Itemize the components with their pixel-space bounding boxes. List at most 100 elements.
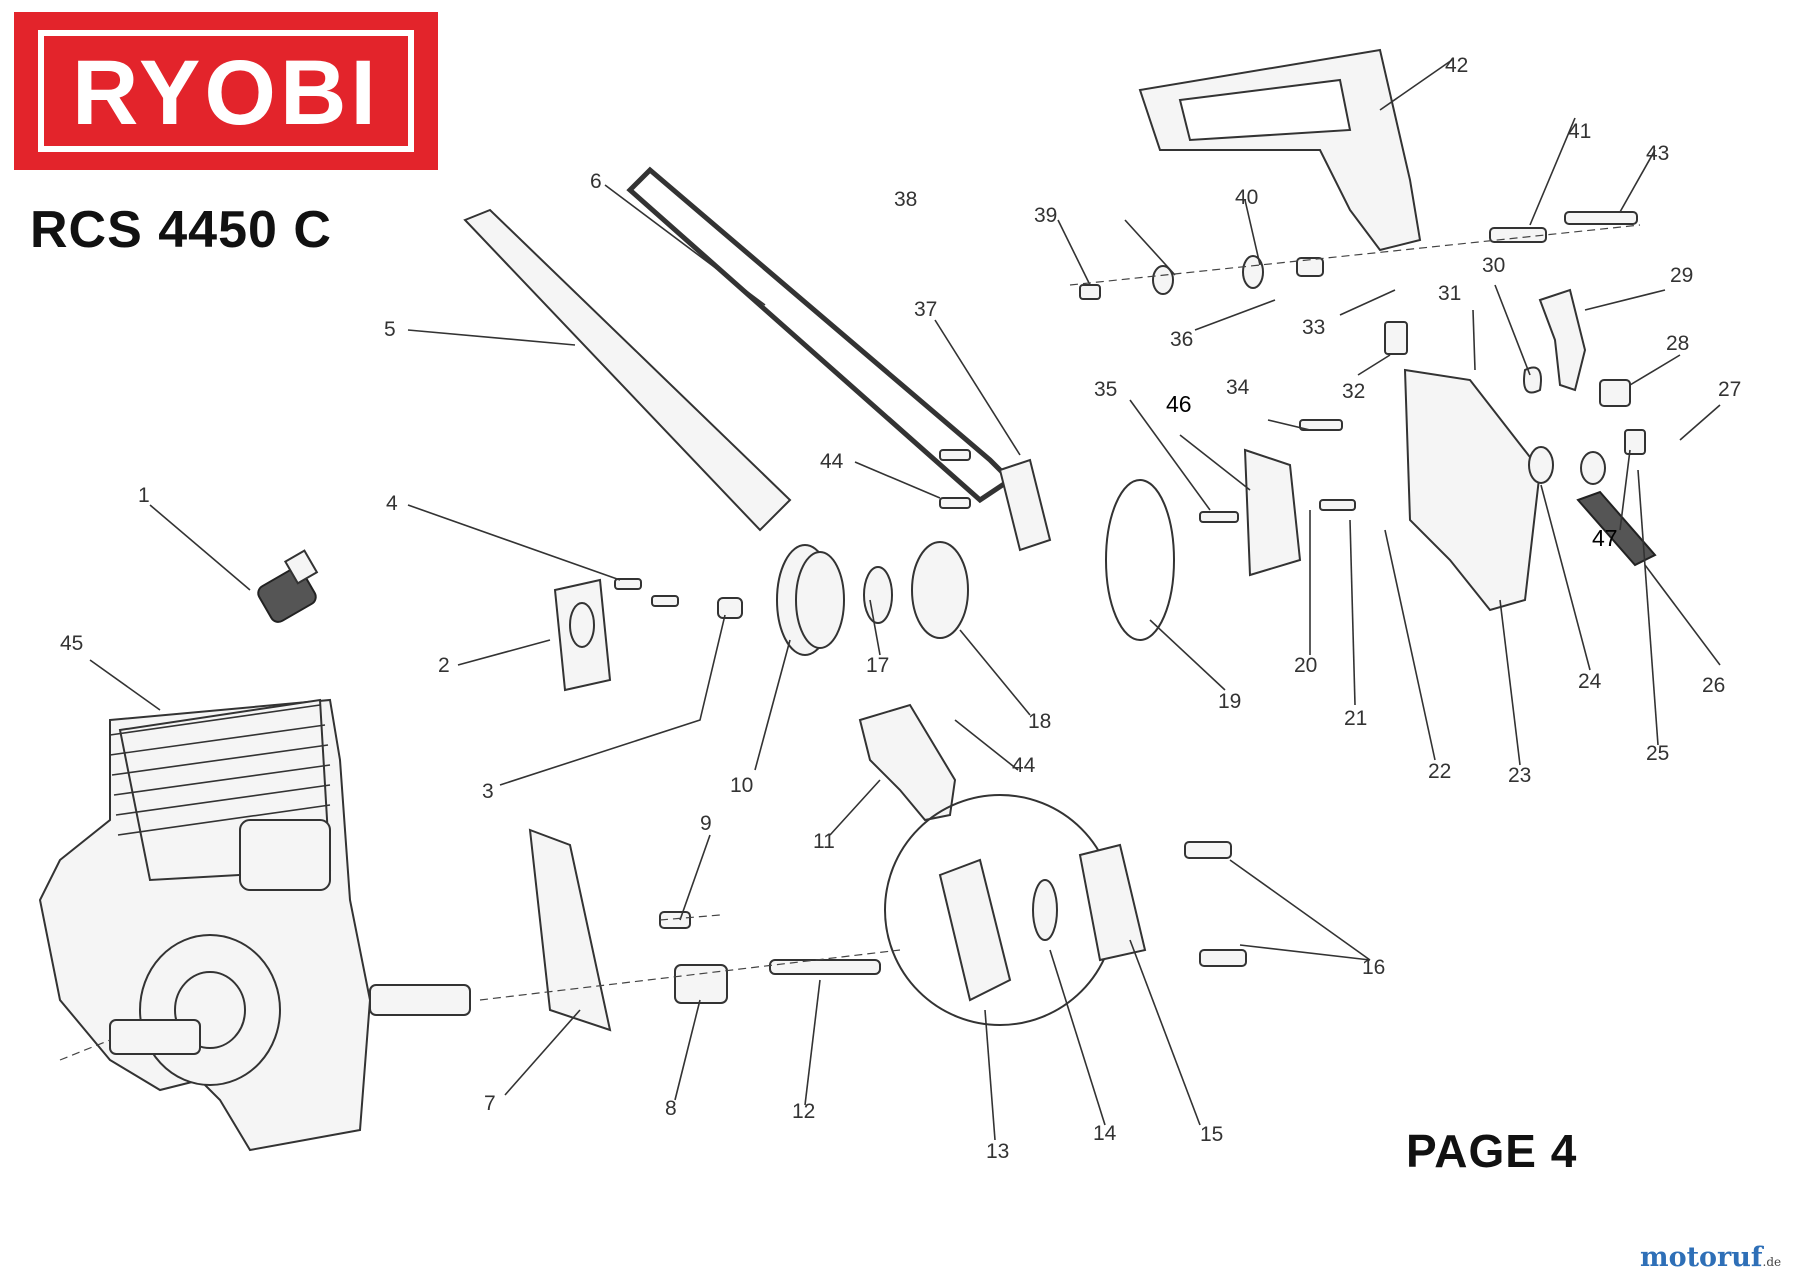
callout-31: 31: [1438, 282, 1461, 305]
callout-36: 36: [1170, 328, 1193, 351]
chain-tensioner: [998, 458, 1052, 552]
callout-21: 21: [1344, 707, 1367, 730]
spring: [1384, 321, 1408, 355]
callout-5: 5: [384, 318, 396, 341]
lever-part: [1599, 379, 1631, 407]
callout-35: 35: [1094, 378, 1117, 401]
ratchet-washer: [1032, 879, 1058, 941]
model-title: RCS 4450 C: [30, 201, 332, 259]
callout-23: 23: [1508, 764, 1531, 787]
grip-spring: [1576, 490, 1657, 567]
callout-46: 46: [1166, 391, 1192, 417]
callout-24: 24: [1578, 670, 1602, 693]
bushing: [717, 597, 743, 619]
callout-33: 33: [1302, 316, 1325, 339]
clutch: [911, 541, 969, 639]
latch: [1624, 429, 1646, 455]
callout-6: 6: [590, 170, 602, 193]
callout-14: 14: [1093, 1122, 1117, 1145]
guide-bar: [463, 208, 792, 532]
callout-41: 41: [1568, 120, 1591, 143]
watermark-main: motoruf: [1640, 1242, 1763, 1273]
front-handle: [1138, 48, 1422, 252]
callout-11: 11: [813, 830, 835, 853]
callout-labels: 1 2 3 4 5 6 7 8 9 10 11 12 13 14 15 16 1…: [60, 54, 1741, 1163]
spring-clip: [1523, 366, 1542, 394]
screw: [1199, 949, 1247, 967]
logo-frame: RYOBI: [38, 30, 414, 152]
logo-text: RYOBI: [72, 42, 380, 144]
callout-19: 19: [1218, 690, 1241, 713]
callout-15: 15: [1200, 1123, 1223, 1146]
callout-8: 8: [665, 1097, 677, 1120]
clutch-drum: [776, 544, 845, 656]
callout-12: 12: [792, 1100, 815, 1123]
rod: [1319, 499, 1356, 511]
callout-42: 42: [1445, 54, 1468, 77]
callout-17: 17: [866, 654, 889, 677]
callout-3: 3: [482, 780, 494, 803]
callout-45: 45: [60, 632, 83, 655]
screw: [1199, 511, 1239, 523]
cylinder-fins: [109, 704, 331, 836]
filter: [674, 964, 728, 1004]
pin: [1564, 211, 1638, 225]
callout-26: 26: [1702, 674, 1725, 697]
callout-30: 30: [1482, 254, 1505, 277]
shaft: [769, 959, 881, 975]
washer: [863, 566, 893, 624]
watermark: motoruf.de: [1640, 1242, 1781, 1273]
callout-44-top: 44: [820, 450, 844, 473]
engine-assembly: [38, 698, 471, 1152]
screw: [939, 449, 971, 461]
callout-9: 9: [700, 812, 712, 835]
callout-25: 25: [1646, 742, 1669, 765]
saw-chain: [626, 166, 1014, 504]
nut: [1079, 284, 1101, 300]
nut: [1528, 446, 1554, 484]
callout-32: 32: [1342, 380, 1365, 403]
brake-band: [1105, 479, 1175, 641]
callout-10: 10: [730, 774, 753, 797]
page-label: PAGE 4: [1406, 1125, 1578, 1177]
callout-7: 7: [484, 1092, 496, 1115]
callout-43: 43: [1646, 142, 1669, 165]
spark-plug: [257, 549, 319, 623]
deflector-plate: [528, 828, 612, 1032]
spacer: [1242, 255, 1264, 289]
washer: [1152, 265, 1174, 295]
callout-39: 39: [1034, 204, 1057, 227]
brake-lever: [1538, 288, 1587, 392]
callout-40: 40: [1235, 186, 1258, 209]
leader-lines: [149, 59, 1721, 1141]
callout-20: 20: [1294, 654, 1317, 677]
callout-22: 22: [1428, 760, 1451, 783]
callout-47: 47: [1592, 525, 1618, 551]
intake-boot: [858, 703, 957, 822]
screw: [939, 497, 971, 509]
callout-29: 29: [1670, 264, 1693, 287]
starter-housing: [938, 858, 1012, 1002]
callout-4: 4: [386, 492, 398, 515]
callout-38: 38: [894, 188, 917, 211]
watermark-tld: .de: [1762, 1255, 1782, 1269]
screw: [1184, 841, 1232, 859]
screw: [651, 595, 679, 607]
callout-44-bottom: 44: [1012, 754, 1036, 777]
pulley: [1078, 843, 1147, 962]
callout-13: 13: [986, 1140, 1009, 1163]
bushing: [1296, 257, 1324, 277]
callout-1: 1: [138, 484, 150, 507]
side-cover: [1403, 368, 1542, 612]
screw: [1299, 419, 1343, 431]
ryobi-logo: RYOBI: [14, 12, 438, 170]
callout-16: 16: [1362, 956, 1385, 979]
callout-27: 27: [1718, 378, 1741, 401]
callout-2: 2: [438, 654, 450, 677]
pin: [1489, 227, 1547, 243]
nut: [1580, 451, 1606, 485]
callout-37: 37: [914, 298, 937, 321]
callout-18: 18: [1028, 710, 1051, 733]
detail-circle: [884, 794, 1116, 1026]
